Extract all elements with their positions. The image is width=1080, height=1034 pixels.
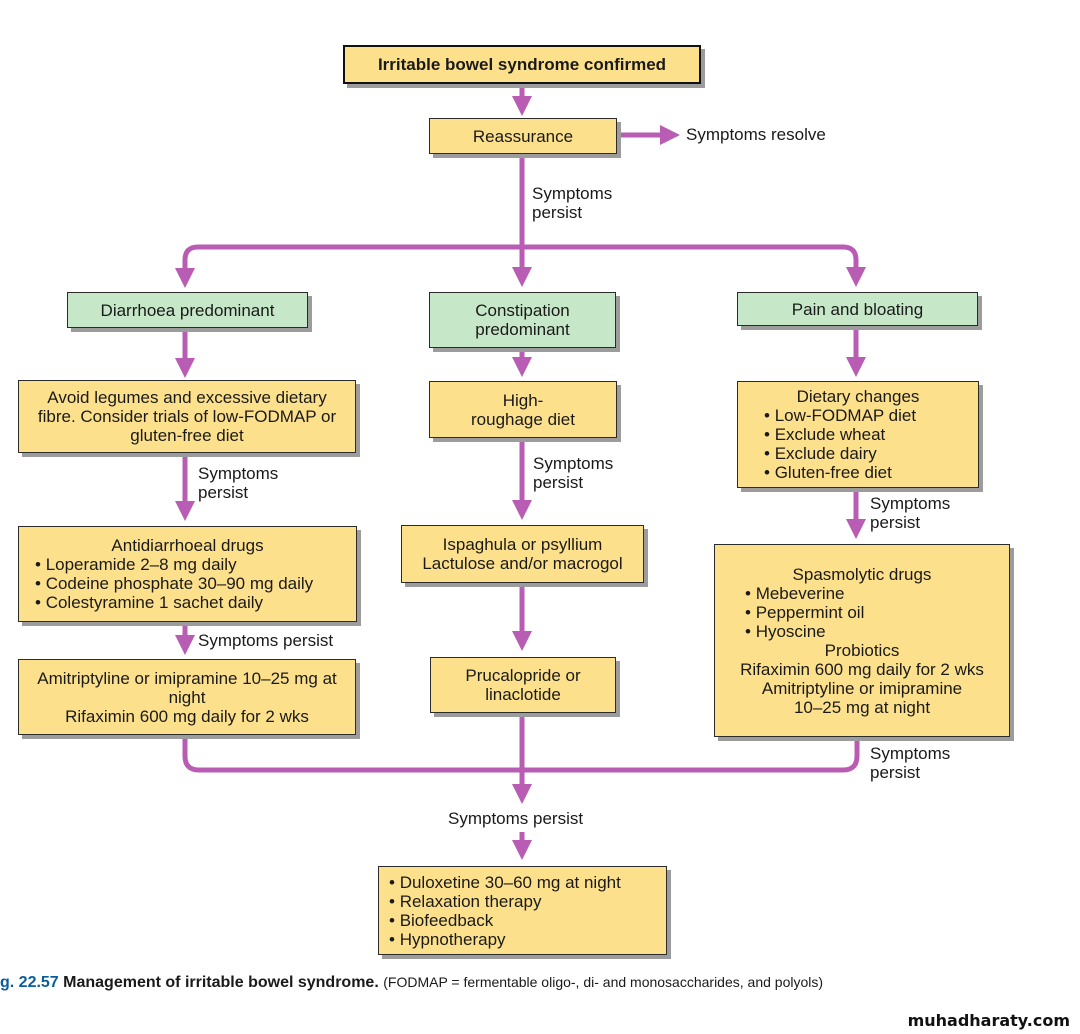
prucalopride-text: Prucalopride or linaclotide (465, 666, 581, 704)
symptoms-persist-mid-label: Symptoms persist (533, 454, 614, 492)
figure-title: Management of irritable bowel syndrome. (63, 974, 379, 991)
probiotics-line: Probiotics (824, 640, 900, 660)
prucalopride-box: Prucalopride or linaclotide (430, 657, 616, 713)
dietary-changes-item: Exclude dairy (764, 444, 978, 463)
spasmolytic-title: Spasmolytic drugs (792, 564, 932, 584)
dietary-changes-item: Exclude wheat (764, 425, 978, 444)
pain-bloating-box: Pain and bloating (737, 292, 978, 326)
dietary-changes-item: Gluten-free diet (764, 463, 978, 482)
reassurance-box: Reassurance (429, 118, 617, 154)
high-roughage-box: High-roughage diet (429, 381, 617, 438)
start-text: Irritable bowel syndrome confirmed (377, 55, 667, 74)
spasmolytic-item: Peppermint oil (745, 603, 1009, 622)
antidiarrhoeal-item: Colestyramine 1 sachet daily (35, 593, 356, 612)
ispaghula-line: Ispaghula or psyllium (442, 535, 603, 554)
reassurance-text: Reassurance (472, 126, 574, 146)
antidiarrhoeal-title: Antidiarrhoeal drugs (111, 536, 264, 555)
final-therapy-item: Duloxetine 30–60 mg at night (389, 873, 666, 892)
symptoms-persist-bottom-label: Symptoms persist (448, 809, 584, 828)
symptoms-resolve-label: Symptoms resolve (686, 125, 826, 144)
rifaximin-right-line: Rifaximin 600 mg daily for 2 wks (740, 659, 984, 679)
final-therapies-list: Duloxetine 30–60 mg at night Relaxation … (389, 873, 666, 949)
ispaghula-box: Ispaghula or psyllium Lactulose and/or m… (401, 525, 644, 583)
symptoms-persist-split-label: Symptoms persist (532, 184, 613, 222)
spasmolytic-list: Mebeverine Peppermint oil Hyoscine (745, 584, 1009, 641)
spasmolytic-item: Mebeverine (745, 584, 1009, 603)
final-therapy-item: Hypnotherapy (389, 930, 666, 949)
amitriptyline-left-line: Amitriptyline or imipramine 10–25 mg at … (37, 668, 337, 707)
constipation-predominant-text: Constipation predominant (475, 301, 570, 339)
antidiarrhoeal-box: Antidiarrhoeal drugs Loperamide 2–8 mg d… (18, 526, 357, 622)
constipation-predominant-box: Constipation predominant (429, 292, 616, 348)
avoid-legumes-box: Avoid legumes and excessive dietary fibr… (18, 380, 356, 453)
pain-bloating-text: Pain and bloating (791, 299, 924, 319)
dietary-changes-item: Low-FODMAP diet (764, 406, 978, 425)
diarrhoea-predominant-box: Diarrhoea predominant (67, 292, 308, 328)
symptoms-persist-right1-label: Symptoms persist (870, 494, 951, 532)
amitriptyline-right-line: Amitriptyline or imipramine 10–25 mg at … (761, 678, 963, 717)
amitriptyline-left-box: Amitriptyline or imipramine 10–25 mg at … (18, 659, 356, 735)
dietary-changes-box: Dietary changes Low-FODMAP diet Exclude … (737, 381, 979, 488)
antidiarrhoeal-list: Loperamide 2–8 mg daily Codeine phosphat… (35, 555, 356, 612)
symptoms-persist-left2-label: Symptoms persist (198, 631, 334, 650)
symptoms-persist-left1-label: Symptoms persist (198, 464, 279, 502)
figure-caption: g. 22.57 Management of irritable bowel s… (0, 974, 823, 992)
spasmolytic-item: Hyoscine (745, 622, 1009, 641)
watermark: muhadharaty.com (907, 1011, 1070, 1030)
dietary-changes-title: Dietary changes (796, 387, 920, 406)
diarrhoea-predominant-text: Diarrhoea predominant (100, 300, 275, 320)
avoid-legumes-text: Avoid legumes and excessive dietary fibr… (37, 388, 337, 445)
antidiarrhoeal-item: Codeine phosphate 30–90 mg daily (35, 574, 356, 593)
final-therapy-item: Biofeedback (389, 911, 666, 930)
figure-note: (FODMAP = fermentable oligo-, di- and mo… (383, 974, 824, 990)
symptoms-persist-right2-label: Symptoms persist (870, 744, 951, 782)
spasmolytic-box: Spasmolytic drugs Mebeverine Peppermint … (714, 544, 1010, 737)
figure-number: g. 22.57 (0, 974, 59, 991)
dietary-changes-list: Low-FODMAP diet Exclude wheat Exclude da… (764, 406, 978, 482)
antidiarrhoeal-item: Loperamide 2–8 mg daily (35, 555, 356, 574)
start-box: Irritable bowel syndrome confirmed (343, 45, 701, 84)
high-roughage-text: High-roughage diet (471, 390, 575, 429)
final-therapies-box: Duloxetine 30–60 mg at night Relaxation … (378, 866, 667, 955)
lactulose-line: Lactulose and/or macrogol (422, 554, 623, 573)
final-therapy-item: Relaxation therapy (389, 892, 666, 911)
rifaximin-left-line: Rifaximin 600 mg daily for 2 wks (65, 706, 309, 726)
